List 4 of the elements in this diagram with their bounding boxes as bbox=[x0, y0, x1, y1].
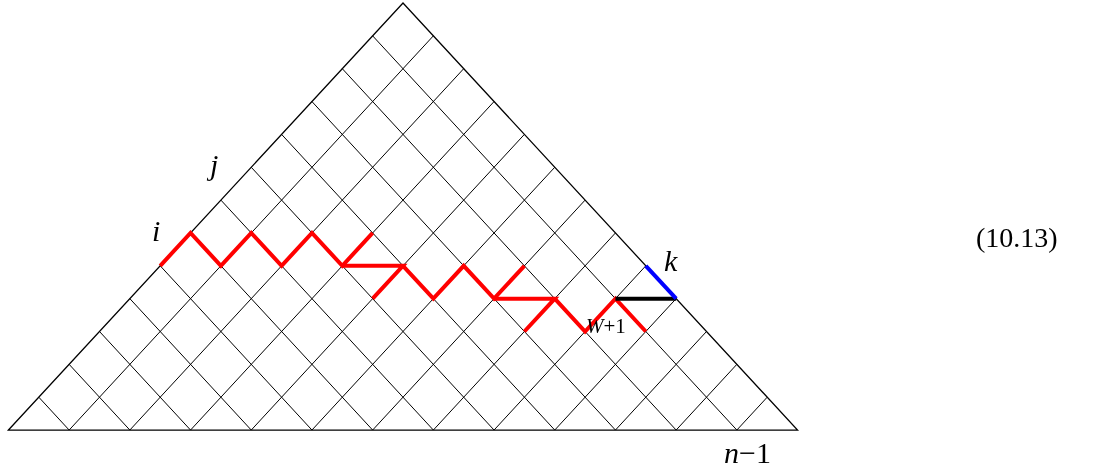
math-label: n−1 bbox=[724, 438, 771, 468]
math-label: k bbox=[664, 246, 678, 276]
math-label: (10.13) bbox=[976, 224, 1058, 252]
math-label: i bbox=[152, 216, 161, 246]
